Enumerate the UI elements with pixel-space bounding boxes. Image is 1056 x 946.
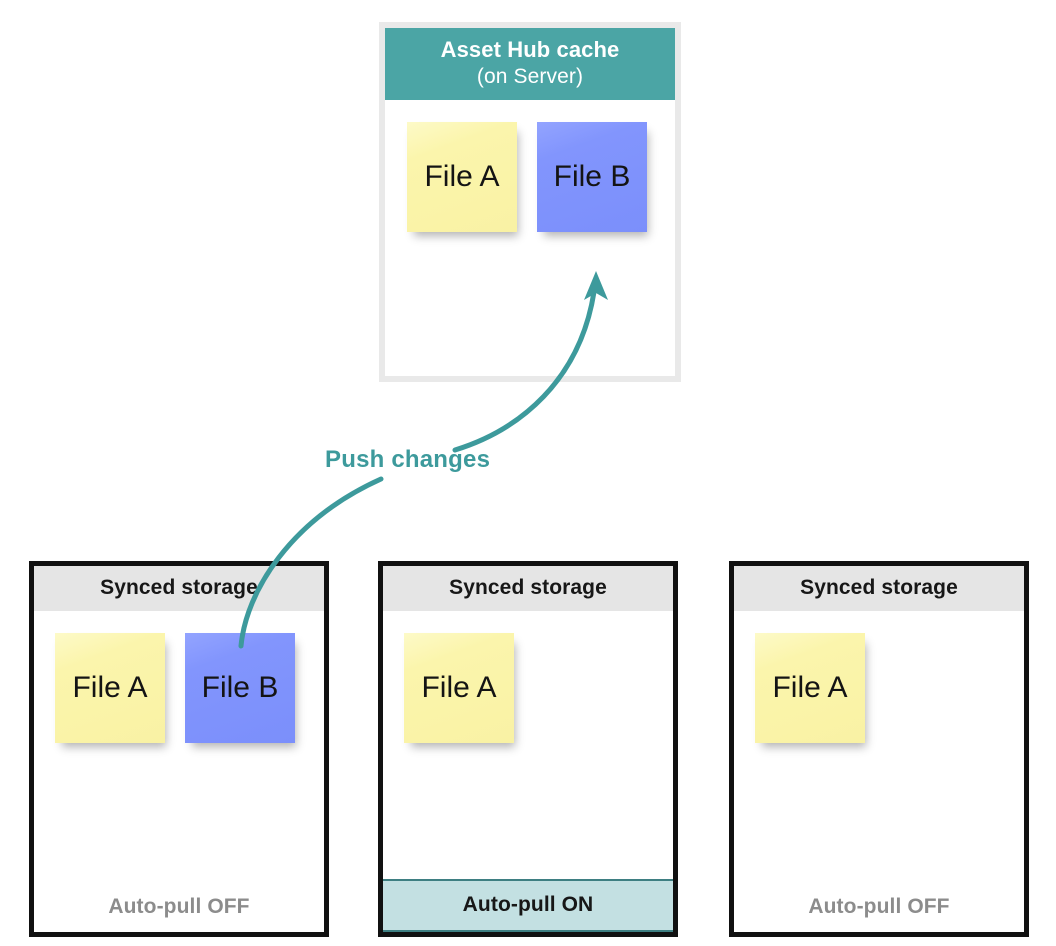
synced-storage-body-3: File A <box>734 611 1024 843</box>
asset-hub-cache-subtitle: (on Server) <box>476 64 584 88</box>
auto-pull-status-3: Auto-pull OFF <box>734 883 1024 932</box>
synced-storage-panel-1: Synced storage File A File B Auto-pull O… <box>29 561 329 937</box>
synced-storage-body-1: File A File B <box>34 611 324 843</box>
synced-storage-header-1: Synced storage <box>34 566 324 611</box>
asset-hub-cache-body: File A File B <box>385 100 675 341</box>
store1-note-file-b: File B <box>185 633 295 743</box>
store1-note-file-a: File A <box>55 633 165 743</box>
asset-hub-cache-panel: Asset Hub cache (on Server) File A File … <box>379 22 681 382</box>
auto-pull-status-2: Auto-pull ON <box>383 879 673 932</box>
synced-storage-header-2: Synced storage <box>383 566 673 611</box>
asset-hub-cache-header: Asset Hub cache (on Server) <box>385 28 675 101</box>
asset-hub-cache-title: Asset Hub cache <box>440 37 620 62</box>
store2-note-file-a: File A <box>404 633 514 743</box>
store3-note-file-a: File A <box>755 633 865 743</box>
synced-storage-panel-2: Synced storage File A Auto-pull ON <box>378 561 678 937</box>
push-changes-label: Push changes <box>325 446 491 473</box>
synced-storage-body-2: File A <box>383 611 673 843</box>
hub-note-file-a: File A <box>407 122 517 233</box>
synced-storage-panel-3: Synced storage File A Auto-pull OFF <box>729 561 1029 937</box>
synced-storage-header-3: Synced storage <box>734 566 1024 611</box>
auto-pull-status-1: Auto-pull OFF <box>34 883 324 932</box>
hub-note-file-b: File B <box>537 122 647 233</box>
